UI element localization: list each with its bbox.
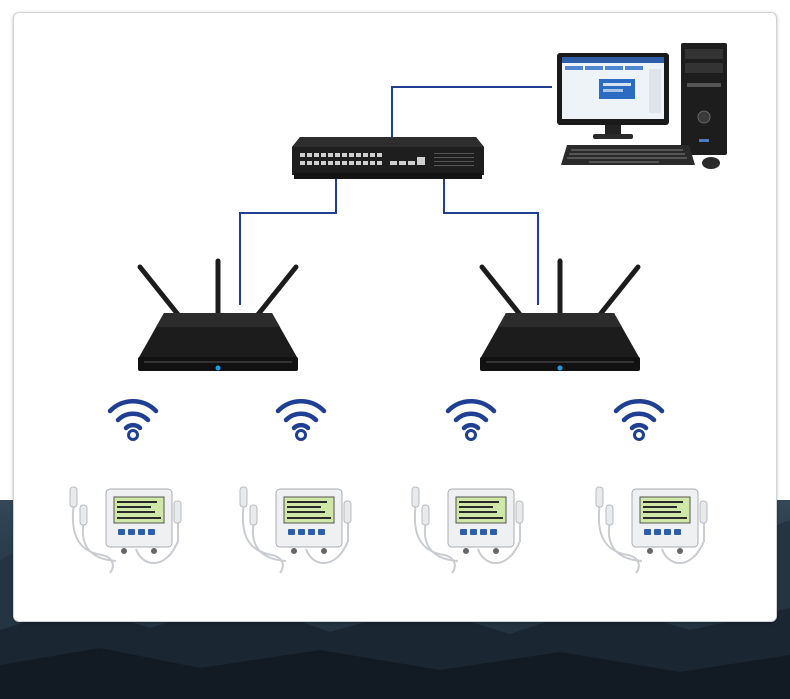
link-switch-to-router-left xyxy=(239,175,337,305)
data-logger-icon xyxy=(595,486,708,574)
router-antennas xyxy=(479,258,641,320)
router-antennas xyxy=(137,258,299,320)
diagram-card xyxy=(13,12,777,622)
data-logger-icon xyxy=(239,486,352,574)
switch-ports xyxy=(300,153,425,165)
data-logger-icon xyxy=(69,486,182,574)
desktop-computer-icon xyxy=(557,43,727,169)
router-led xyxy=(557,365,563,371)
wireless-router-icon xyxy=(479,258,641,371)
wifi-icon xyxy=(107,399,159,441)
network-switch-icon xyxy=(292,137,484,179)
link-switch-to-router-right xyxy=(443,175,539,305)
tower xyxy=(681,43,727,155)
mouse xyxy=(702,157,720,169)
link-switch-to-workstation xyxy=(391,86,552,141)
wifi-icon xyxy=(445,399,497,441)
connection-lines xyxy=(239,86,552,305)
data-logger-icon xyxy=(411,486,524,574)
wireless-router-icon xyxy=(137,258,299,371)
router-led xyxy=(215,365,221,371)
wifi-icon xyxy=(613,399,665,441)
wifi-icon xyxy=(275,399,327,441)
